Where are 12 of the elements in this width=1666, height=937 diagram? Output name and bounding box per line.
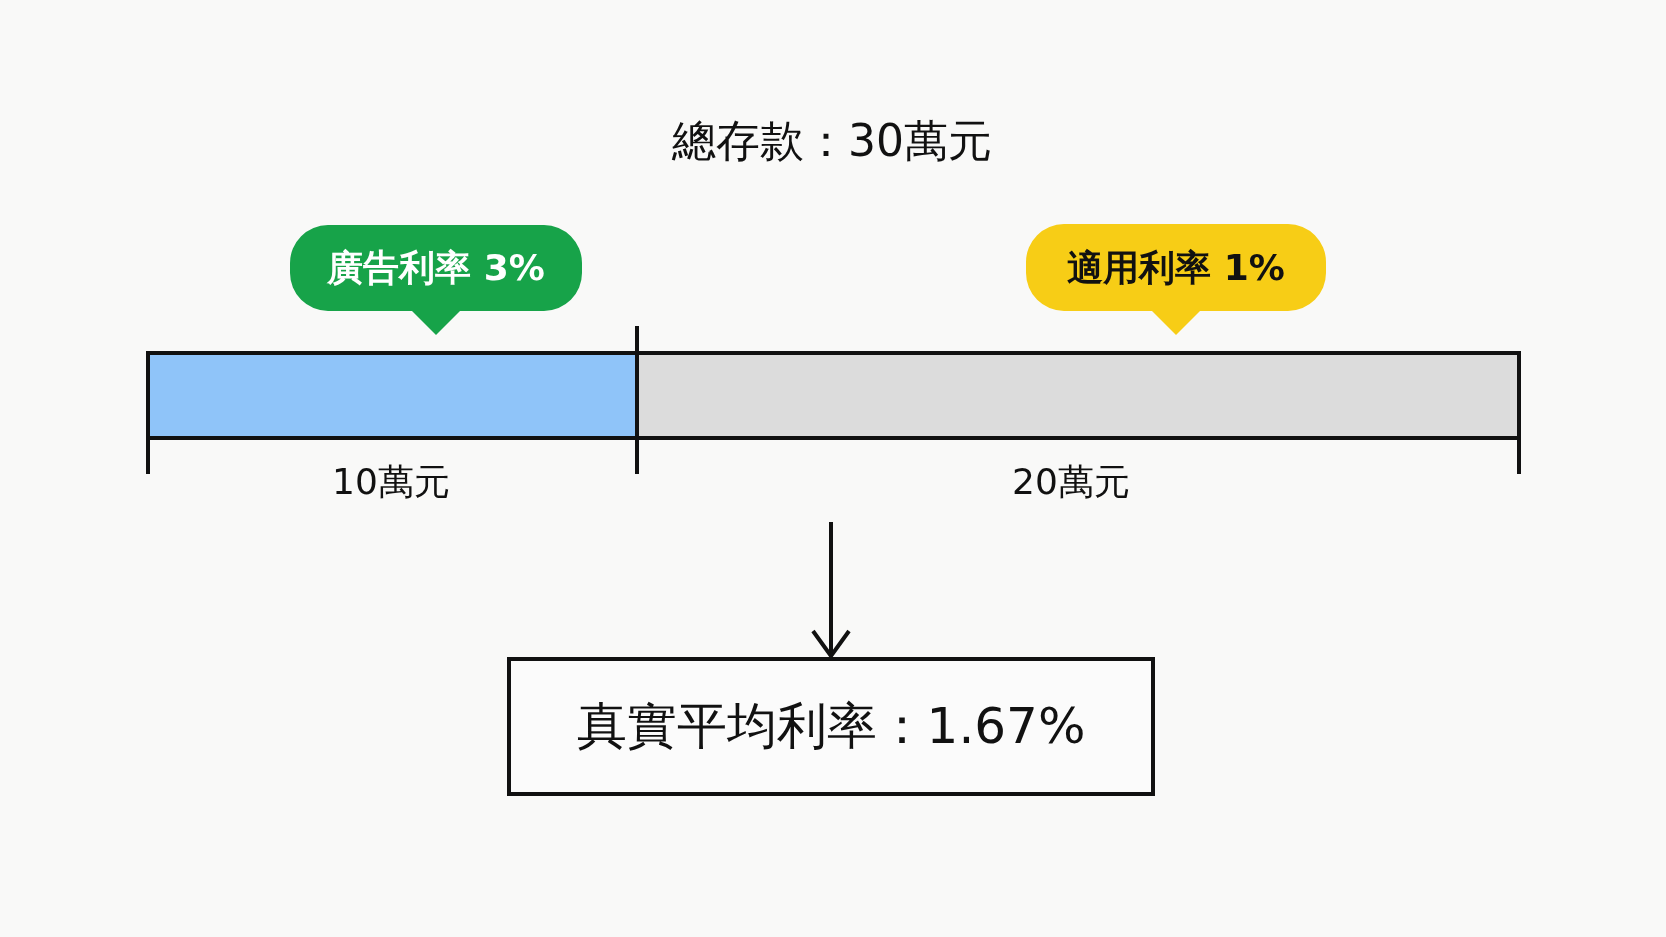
result-box bbox=[507, 657, 1155, 796]
amount-label: 20萬元 bbox=[1012, 460, 1130, 504]
result-text: 真實平均利率：1.67% bbox=[576, 696, 1086, 757]
title: 總存款：30萬元 bbox=[672, 114, 992, 168]
bar-segment bbox=[146, 351, 637, 440]
rate-label: 適用利率 1% bbox=[1067, 245, 1285, 289]
callout-bubble bbox=[290, 225, 582, 335]
callout-bubble bbox=[1026, 224, 1326, 335]
arrow bbox=[811, 522, 851, 658]
amount-label: 10萬元 bbox=[332, 460, 450, 504]
bar-segment bbox=[637, 351, 1521, 440]
rate-label: 廣告利率 3% bbox=[327, 245, 545, 290]
